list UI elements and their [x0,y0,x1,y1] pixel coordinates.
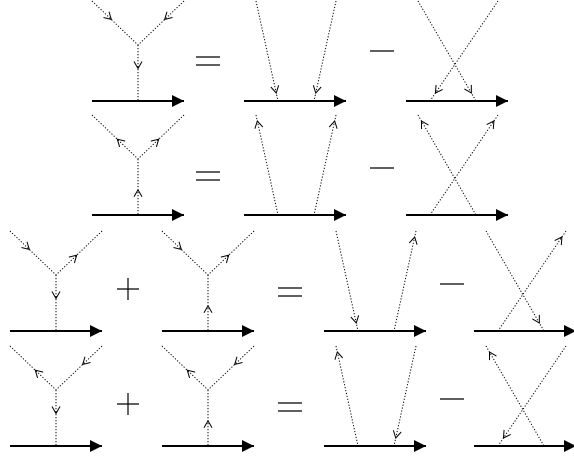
crossed-line-a [485,345,545,447]
line-arrow-icon [254,120,264,129]
vertex-left-branch [161,345,209,391]
vertex-right-branch [207,345,255,391]
pair-line-left [335,230,359,332]
crossed-line-b [429,0,499,102]
crossed-line-b [429,114,499,216]
pair-line-right [393,230,417,332]
stem-arrow-icon [203,304,213,314]
line-arrow-icon [408,236,418,245]
vertex-left-branch [9,230,57,276]
vertex-left-branch [91,114,139,160]
line-arrow-icon [464,84,472,94]
vertex-right-branch [55,230,103,276]
stem-arrow-icon [51,291,61,300]
crossed-line-b [497,230,567,332]
stem-arrow-icon [203,419,213,429]
line-arrow-icon [434,84,443,94]
vertex-right-branch [55,345,103,391]
vertex-left-branch [161,230,209,276]
line-arrow-icon [328,120,338,129]
crossed-line-a [417,0,477,102]
stem-arrow-icon [133,188,143,198]
branch-arrow-icon [103,11,113,21]
branch-arrow-icon [21,241,31,251]
line-arrow-icon [420,120,429,130]
branch-arrow-icon [116,138,126,148]
vertex-right-branch [207,230,255,276]
line-arrow-icon [350,315,360,324]
line-arrow-icon [502,429,511,439]
branch-arrow-icon [34,369,44,379]
pair-line-left [335,345,359,447]
line-arrow-icon [392,430,402,439]
branch-arrow-icon [173,241,183,251]
branch-arrow-icon [163,11,173,21]
line-arrow-icon [488,351,497,361]
vertex-left-branch [91,0,139,46]
pair-line-right [313,114,337,216]
branch-arrow-icon [186,369,196,379]
pair-line-left [255,0,279,102]
branch-arrow-icon [68,254,78,264]
line-arrow-icon [532,314,540,324]
pair-line-right [313,0,337,102]
vertex-left-branch [9,345,57,391]
line-arrow-icon [554,236,563,246]
branch-arrow-icon [150,138,160,148]
branch-arrow-icon [233,356,243,366]
branch-arrow-icon [220,254,230,264]
vertex-right-branch [137,0,185,46]
line-arrow-icon [270,85,280,94]
stem-arrow-icon [51,406,61,415]
stem-arrow-icon [133,61,143,70]
pair-line-right [393,345,417,447]
crossed-line-a [485,230,545,332]
vertex-right-branch [137,114,185,160]
line-arrow-icon [486,120,495,130]
line-arrow-icon [312,85,322,94]
crossed-line-a [417,114,477,216]
line-arrow-icon [334,351,344,360]
pair-line-left [255,114,279,216]
crossed-line-b [497,345,567,447]
branch-arrow-icon [81,356,91,366]
